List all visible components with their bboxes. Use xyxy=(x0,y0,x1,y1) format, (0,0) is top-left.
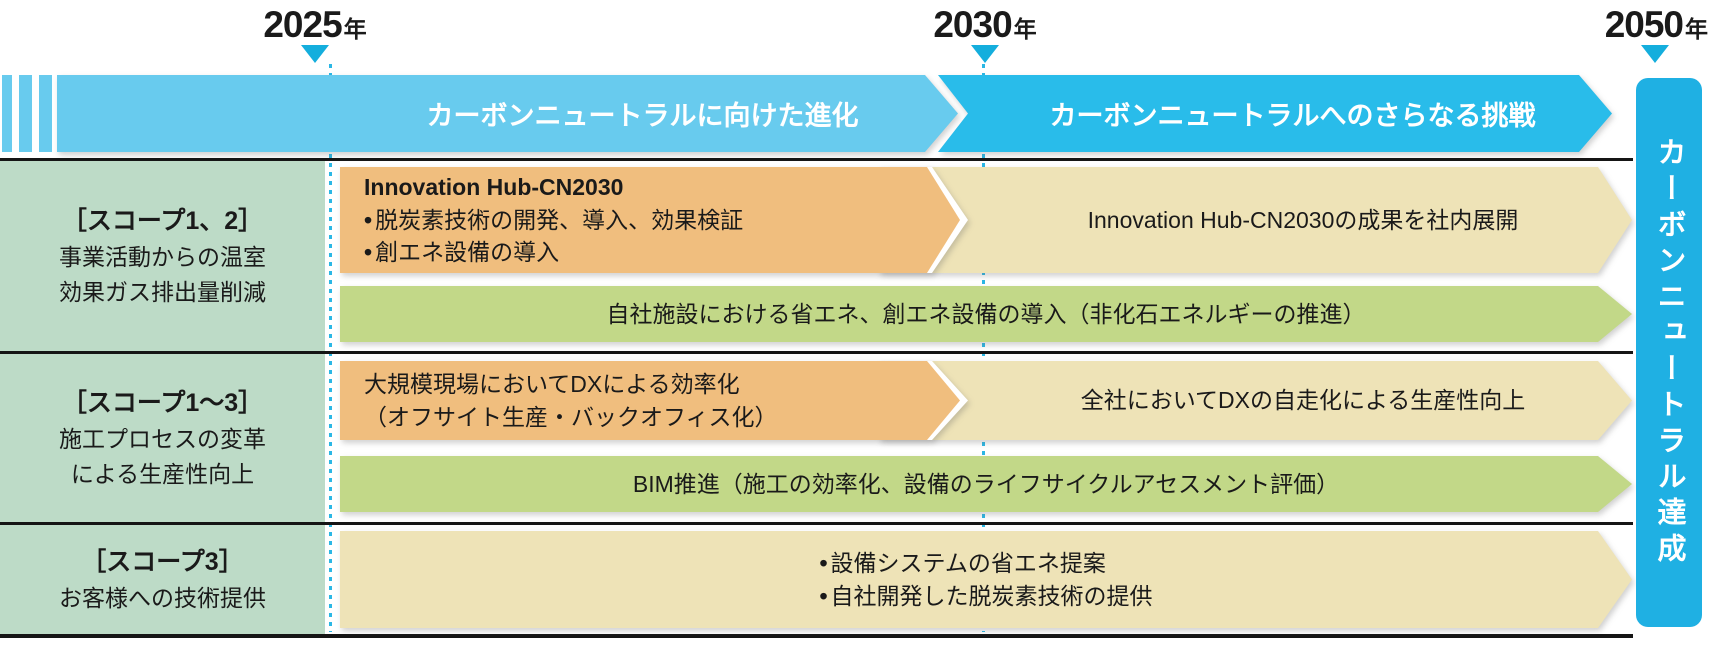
row2-phase1-line: （オフサイト生産・バックオフィス化） xyxy=(364,403,778,430)
scope-desc: 効果ガス排出量削減 xyxy=(59,278,266,305)
row2-phase1-bar: 大規模現場においてDXによる効率化 （オフサイト生産・バックオフィス化） xyxy=(340,361,968,440)
row2-phase2-label: 全社においてDXの自走化による生産性向上 xyxy=(1080,387,1526,414)
year-label: 2025 xyxy=(263,4,342,45)
row1-continuous-label: 自社施設における省エネ、創エネ設備の導入（非化石エネルギーの推進） xyxy=(606,300,1366,327)
row1-phase1-title: Innovation Hub-CN2030 xyxy=(364,174,624,201)
scope-title: ［スコープ1～3］ xyxy=(61,388,264,417)
row3-full-bar: 設備システムの省エネ提案 自社開発した脱炭素技術の提供 xyxy=(340,531,1632,628)
scope-desc: 事業活動からの温室 xyxy=(59,244,266,271)
row1-phase1-bullet: 脱炭素技術の開発、導入、効果検証 xyxy=(364,204,960,237)
scope-cell-1: ［スコープ1、2］ 事業活動からの温室 効果ガス排出量削減 xyxy=(0,161,325,351)
phase1-banner: カーボンニュートラルに向けた進化 xyxy=(57,75,958,152)
speed-stripe-icon xyxy=(19,75,32,152)
phase1-banner-label: カーボンニュートラルに向けた進化 xyxy=(426,101,859,131)
row2-phase2-bar: 全社においてDXの自走化による生産性向上 xyxy=(879,361,1632,440)
timeline-dotted-line-2025 xyxy=(329,64,332,632)
scope-desc: お客様への技術提供 xyxy=(59,585,266,611)
year-label: 2030 xyxy=(933,4,1012,45)
arrow-outline: 大規模現場においてDXによる効率化 （オフサイト生産・バックオフィス化） xyxy=(340,361,968,440)
row-divider-rule xyxy=(0,522,1633,525)
row2-continuous-bar: BIM推進（施工の効率化、設備のライフサイクルアセスメント評価） xyxy=(340,456,1632,512)
marker-triangle-icon xyxy=(971,45,999,63)
scope-desc: 施工プロセスの変革 xyxy=(59,426,266,453)
row3-bullet: 自社開発した脱炭素技術の提供 xyxy=(819,580,1152,613)
row-divider-rule xyxy=(0,351,1633,354)
row2-phase1-line: 大規模現場においてDXによる効率化 xyxy=(364,370,740,397)
timeline-dotted-line-2030 xyxy=(982,64,985,632)
row1-phase2-label: Innovation Hub-CN2030の成果を社内展開 xyxy=(1087,206,1519,233)
table-top-rule xyxy=(0,158,1633,161)
marker-triangle-icon xyxy=(301,45,329,63)
marker-triangle-icon xyxy=(1641,45,1669,63)
phase2-banner-label: カーボンニュートラルへのさらなる挑戦 xyxy=(1049,101,1536,131)
speed-stripe-icon xyxy=(39,75,52,152)
row3-bullet: 設備システムの省エネ提案 xyxy=(819,547,1105,580)
speed-stripe-icon xyxy=(2,75,12,152)
scope-title: ［スコープ1、2］ xyxy=(61,206,264,235)
scope-title: ［スコープ3］ xyxy=(81,547,244,576)
year-suffix: 年 xyxy=(343,16,367,42)
row1-phase1-bullet: 創エネ設備の導入 xyxy=(364,236,960,269)
goal-bar: カーボンニュートラル達成 xyxy=(1636,78,1702,627)
year-suffix: 年 xyxy=(1685,16,1708,42)
row1-continuous-bar: 自社施設における省エネ、創エネ設備の導入（非化石エネルギーの推進） xyxy=(340,286,1632,342)
arrow-outline: Innovation Hub-CN2030 脱炭素技術の開発、導入、効果検証 創… xyxy=(340,167,968,273)
year-suffix: 年 xyxy=(1013,16,1037,42)
year-label: 2050 xyxy=(1604,4,1684,45)
scope-cell-2: ［スコープ1～3］ 施工プロセスの変革 による生産性向上 xyxy=(0,354,325,522)
row1-phase2-bar: Innovation Hub-CN2030の成果を社内展開 xyxy=(879,167,1632,273)
row1-phase1-bar: Innovation Hub-CN2030 脱炭素技術の開発、導入、効果検証 創… xyxy=(340,167,968,273)
scope-cell-3: ［スコープ3］ お客様への技術提供 xyxy=(0,525,325,634)
scope-desc: による生産性向上 xyxy=(70,460,255,487)
table-bottom-rule xyxy=(0,634,1633,638)
row2-continuous-label: BIM推進（施工の効率化、設備のライフサイクルアセスメント評価） xyxy=(632,470,1340,497)
goal-label: カーボンニュートラル達成 xyxy=(1653,136,1685,569)
phase2-banner: カーボンニュートラルへのさらなる挑戦 xyxy=(938,75,1612,152)
